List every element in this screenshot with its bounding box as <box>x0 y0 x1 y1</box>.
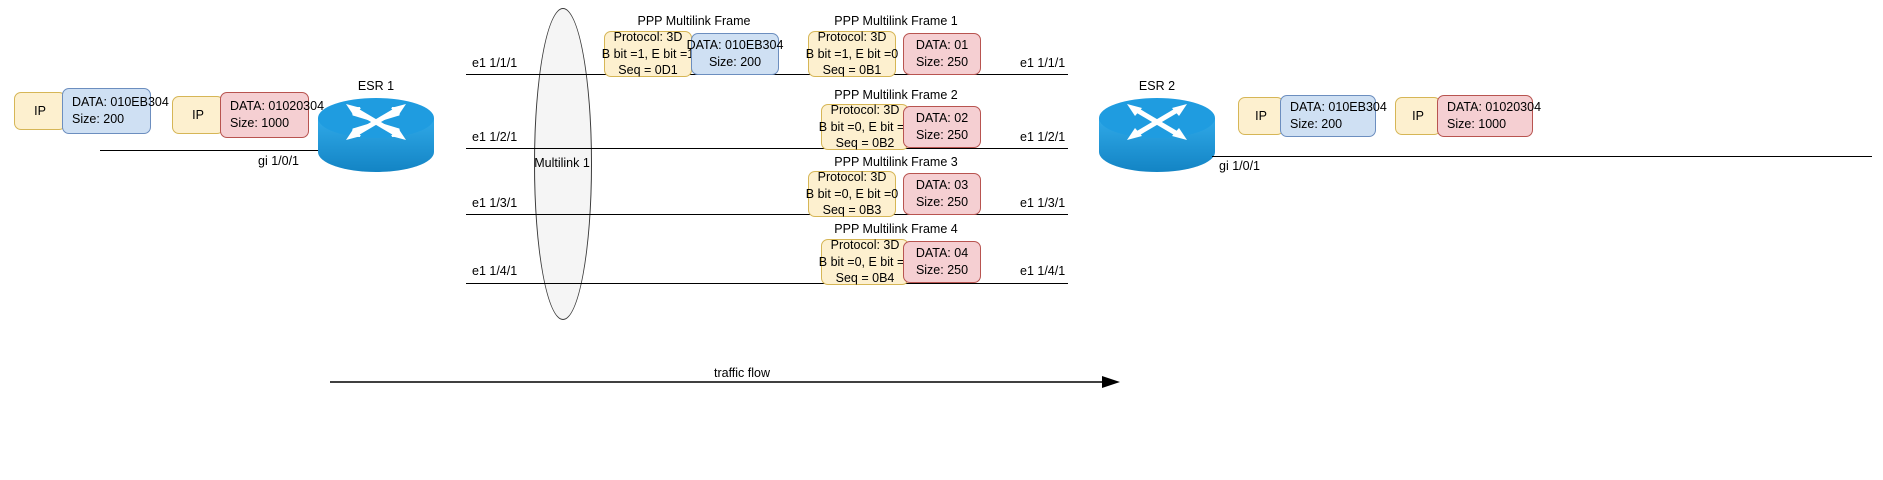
right-packet-2-ip-label: IP <box>1412 108 1424 123</box>
link-1-frame-1-title: PPP Multilink Frame <box>637 14 751 28</box>
link-2-right-interface-label: e1 1/2/1 <box>1020 130 1066 144</box>
link-2-frame-1-header-line-1: Protocol: 3D <box>830 102 900 117</box>
left-packet-2-payload-line-1: DATA: 01020304 <box>230 99 325 114</box>
link-1-frame-1-header-line-3: Seq = 0D1 <box>618 63 678 78</box>
router-1-lan-interface-label: gi 1/0/1 <box>258 154 300 168</box>
link-4-frame-1-payload: DATA: 04 Size: 250 <box>903 241 981 283</box>
left-packet-2-payload: DATA: 01020304 Size: 1000 <box>220 92 324 138</box>
left-packet-1-ip-header: IP <box>14 92 66 130</box>
link-1-frame-1-header: Protocol: 3D B bit =1, E bit =1 Seq = 0D… <box>601 29 695 78</box>
link-1-frame-2-header-line-2: B bit =1, E bit =0 <box>805 46 899 61</box>
left-lan-line <box>100 150 322 151</box>
left-packet-2-ip-label: IP <box>192 107 204 122</box>
traffic-flow-arrow <box>330 374 1120 390</box>
traffic-flow-label: traffic flow <box>713 366 771 380</box>
right-packet-1-ip-header: IP <box>1238 97 1284 135</box>
link-1-frame-2-payload: DATA: 01 Size: 250 <box>903 33 981 75</box>
link-1-frame-1-payload: DATA: 010EB304 Size: 200 <box>687 33 783 75</box>
link-4-frame-1-header: Protocol: 3D B bit =0, E bit =1 Seq = 0B… <box>818 237 912 286</box>
link-1-left-interface-label: e1 1/1/1 <box>472 56 518 70</box>
link-1-frame-1-payload-line-2: Size: 200 <box>708 55 762 69</box>
right-packet-2-payload-line-2: Size: 1000 <box>1447 117 1507 131</box>
right-packet-2-payload: DATA: 01020304 Size: 1000 <box>1437 95 1541 137</box>
link-1-frame-2-payload-line-2: Size: 250 <box>915 55 969 69</box>
link-2-line <box>466 148 1068 149</box>
link-1-frame-1-header-line-1: Protocol: 3D <box>613 29 683 44</box>
right-packet-2-ip-header: IP <box>1395 97 1441 135</box>
link-2-left-interface-label: e1 1/2/1 <box>472 130 518 144</box>
left-packet-1-payload-line-1: DATA: 010EB304 <box>72 95 169 110</box>
link-2-frame-1-header: Protocol: 3D B bit =0, E bit =0 Seq = 0B… <box>818 102 912 151</box>
link-3-frame-1-payload-line-2: Size: 250 <box>915 195 969 209</box>
link-1-frame-1-payload-line-1: DATA: 010EB304 <box>686 38 784 53</box>
router-2-icon[interactable] <box>1097 96 1217 176</box>
link-1-right-interface-label: e1 1/1/1 <box>1020 56 1066 70</box>
link-3-right-interface-label: e1 1/3/1 <box>1020 196 1066 210</box>
left-packet-1-ip-label: IP <box>34 103 46 118</box>
right-lan-line <box>1212 156 1872 157</box>
link-1-frame-2-header-line-3: Seq = 0B1 <box>822 63 882 78</box>
left-packet-1-payload-line-2: Size: 200 <box>72 112 125 126</box>
link-2-frame-1-payload: DATA: 02 Size: 250 <box>903 106 981 148</box>
left-packet-2-ip-header: IP <box>172 96 224 134</box>
link-3-frame-1-title: PPP Multilink Frame 3 <box>834 155 958 169</box>
link-4-line <box>466 283 1068 284</box>
left-packet-1-payload: DATA: 010EB304 Size: 200 <box>62 88 169 134</box>
router-2-lan-interface-label: gi 1/0/1 <box>1219 159 1261 173</box>
right-packet-1-payload-line-2: Size: 200 <box>1290 117 1343 131</box>
link-4-frame-1-header-line-2: B bit =0, E bit =1 <box>818 254 912 269</box>
link-1-frame-2-header-line-1: Protocol: 3D <box>817 29 887 44</box>
link-3-frame-1-header-line-2: B bit =0, E bit =0 <box>805 186 899 201</box>
link-3-line <box>466 214 1068 215</box>
link-2-frame-1-payload-line-2: Size: 250 <box>915 128 969 142</box>
right-packet-1-payload-line-1: DATA: 010EB304 <box>1290 100 1387 115</box>
multilink-bundle-label: Multilink 1 <box>534 156 590 170</box>
link-4-left-interface-label: e1 1/4/1 <box>472 264 518 278</box>
link-1-frame-1-header-line-2: B bit =1, E bit =1 <box>601 46 695 61</box>
link-2-frame-1-title: PPP Multilink Frame 2 <box>834 88 958 102</box>
router-1-icon[interactable] <box>316 96 436 176</box>
right-packet-1-payload: DATA: 010EB304 Size: 200 <box>1280 95 1387 137</box>
link-4-frame-1-header-line-3: Seq = 0B4 <box>835 271 895 286</box>
left-packet-2-payload-line-2: Size: 1000 <box>230 116 290 130</box>
multilink-bundle-ellipse <box>534 8 592 320</box>
link-3-left-interface-label: e1 1/3/1 <box>472 196 518 210</box>
link-2-frame-1-header-line-3: Seq = 0B2 <box>835 136 895 151</box>
link-4-frame-1-payload-line-1: DATA: 04 <box>915 246 969 261</box>
link-3-frame-1-payload: DATA: 03 Size: 250 <box>903 173 981 215</box>
router-1-label: ESR 1 <box>357 79 395 93</box>
link-4-frame-1-title: PPP Multilink Frame 4 <box>834 222 958 236</box>
link-3-frame-1-header-line-3: Seq = 0B3 <box>822 203 882 218</box>
link-3-frame-1-payload-line-1: DATA: 03 <box>915 178 969 193</box>
link-3-frame-1-header-line-1: Protocol: 3D <box>817 169 887 184</box>
right-packet-1-ip-label: IP <box>1255 108 1267 123</box>
router-2-label: ESR 2 <box>1138 79 1176 93</box>
right-packet-2-payload-line-1: DATA: 01020304 <box>1447 100 1542 115</box>
link-2-frame-1-payload-line-1: DATA: 02 <box>915 111 969 126</box>
link-4-right-interface-label: e1 1/4/1 <box>1020 264 1066 278</box>
link-1-frame-2-payload-line-1: DATA: 01 <box>915 38 969 53</box>
link-1-frame-2-title: PPP Multilink Frame 1 <box>834 14 958 28</box>
link-1-frame-2-header: Protocol: 3D B bit =1, E bit =0 Seq = 0B… <box>805 29 899 78</box>
link-2-frame-1-header-line-2: B bit =0, E bit =0 <box>818 119 912 134</box>
link-4-frame-1-payload-line-2: Size: 250 <box>915 263 969 277</box>
link-4-frame-1-header-line-1: Protocol: 3D <box>830 237 900 252</box>
link-3-frame-1-header: Protocol: 3D B bit =0, E bit =0 Seq = 0B… <box>805 169 899 218</box>
